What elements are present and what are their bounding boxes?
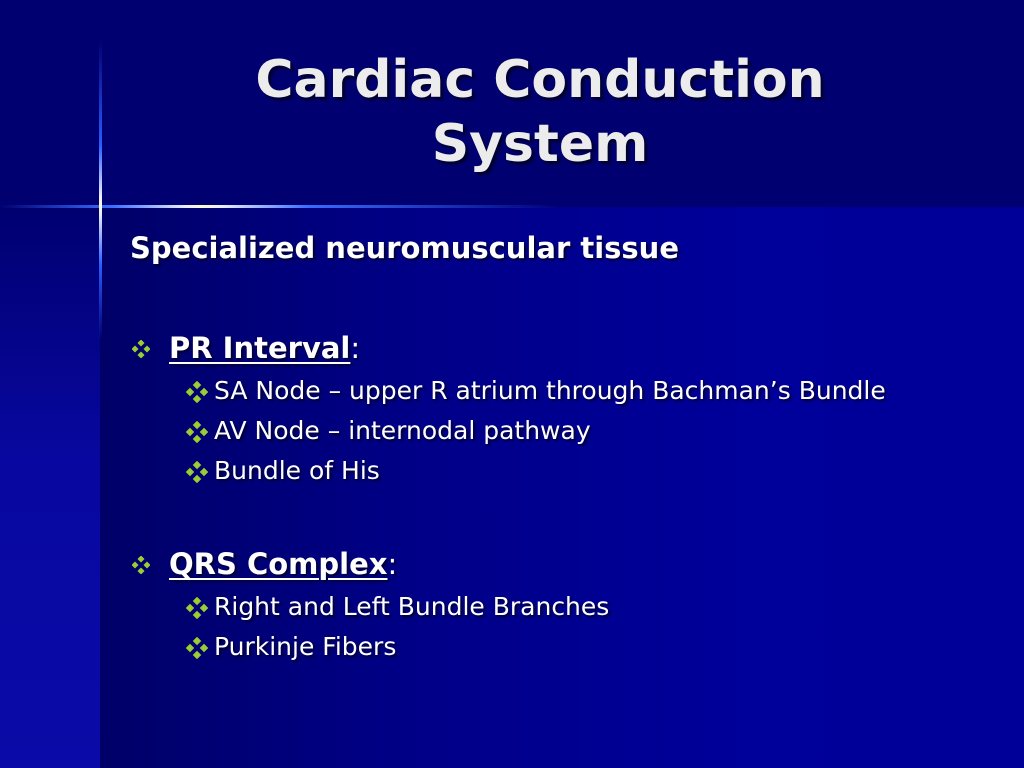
list-item-text: SA Node – upper R atrium through Bachman… [214,376,886,405]
left-decorative-strip [0,207,100,768]
title-line-2: System [431,114,649,174]
list-item: Bundle of His [130,454,914,488]
vertical-accent-line [99,40,102,340]
heading-colon: : [387,547,398,581]
four-diamond-bullet-icon [186,421,208,443]
four-diamond-bullet-icon [186,381,208,403]
section-heading-text: PR Interval [169,331,351,365]
horizontal-accent-line [0,205,560,208]
list-item-text: AV Node – internodal pathway [214,416,591,445]
four-diamond-bullet-icon [186,637,208,659]
list-item: AV Node – internodal pathway [130,414,914,448]
list-item-text: Purkinje Fibers [214,632,397,661]
four-diamond-bullet-icon [132,340,150,358]
four-diamond-bullet-icon [186,597,208,619]
section-pr-interval: PR Interval: SA Node – upper R atrium th… [130,328,990,488]
section-qrs-complex: QRS Complex: Right and Left Bundle Branc… [130,544,990,664]
lead-text: Specialized neuromuscular tissue [130,231,679,265]
title-band [0,0,1024,207]
heading-colon: : [350,331,361,365]
slide-title: Cardiac Conduction System [140,48,940,176]
four-diamond-bullet-icon [186,461,208,483]
list-item: Purkinje Fibers [130,630,914,664]
slide-body: Specialized neuromuscular tissue PR Inte… [130,228,990,720]
list-item-text: Bundle of His [214,456,380,485]
content-panel [100,207,1024,768]
section-heading-text: QRS Complex [169,547,388,581]
list-item: Right and Left Bundle Branches [130,590,914,624]
list-item-text: Right and Left Bundle Branches [214,592,610,621]
title-line-1: Cardiac Conduction [255,50,825,110]
section-heading: PR Interval: [130,328,990,368]
list-item: SA Node – upper R atrium through Bachman… [130,374,914,408]
four-diamond-bullet-icon [132,556,150,574]
section-heading: QRS Complex: [130,544,990,584]
